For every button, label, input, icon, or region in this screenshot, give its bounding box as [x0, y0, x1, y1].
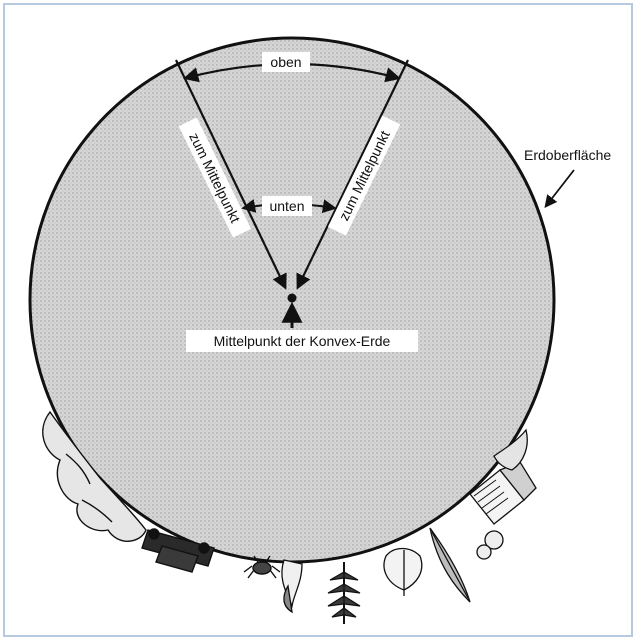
center-point: [288, 294, 297, 303]
plant-icon: [282, 560, 302, 612]
leaf-icon: [430, 528, 470, 602]
top-label: oben: [270, 54, 301, 70]
center-label: Mittelpunkt der Konvex-Erde: [214, 333, 391, 349]
leaf-plant-icon: [384, 549, 422, 597]
bottom-label: unten: [269, 198, 304, 214]
surface-pointer: [546, 170, 574, 206]
tree-icon: [328, 562, 360, 624]
surface-label: Erdoberfläche: [524, 147, 611, 163]
